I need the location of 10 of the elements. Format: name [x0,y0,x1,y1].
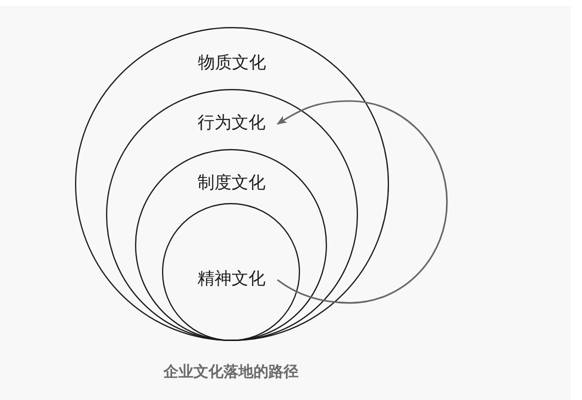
layer-circle [162,202,300,341]
layer-label: 精神文化 [197,270,266,290]
layer-label: 物质文化 [198,54,266,74]
layer-circle [106,89,358,341]
curved-arrow [276,100,448,304]
layer-circle [135,148,328,341]
layer-circle [75,27,389,341]
layer-label: 制度文化 [197,174,266,194]
layer-label: 行为文化 [197,114,266,134]
caption: 企业文化落地的路径 [164,363,298,381]
